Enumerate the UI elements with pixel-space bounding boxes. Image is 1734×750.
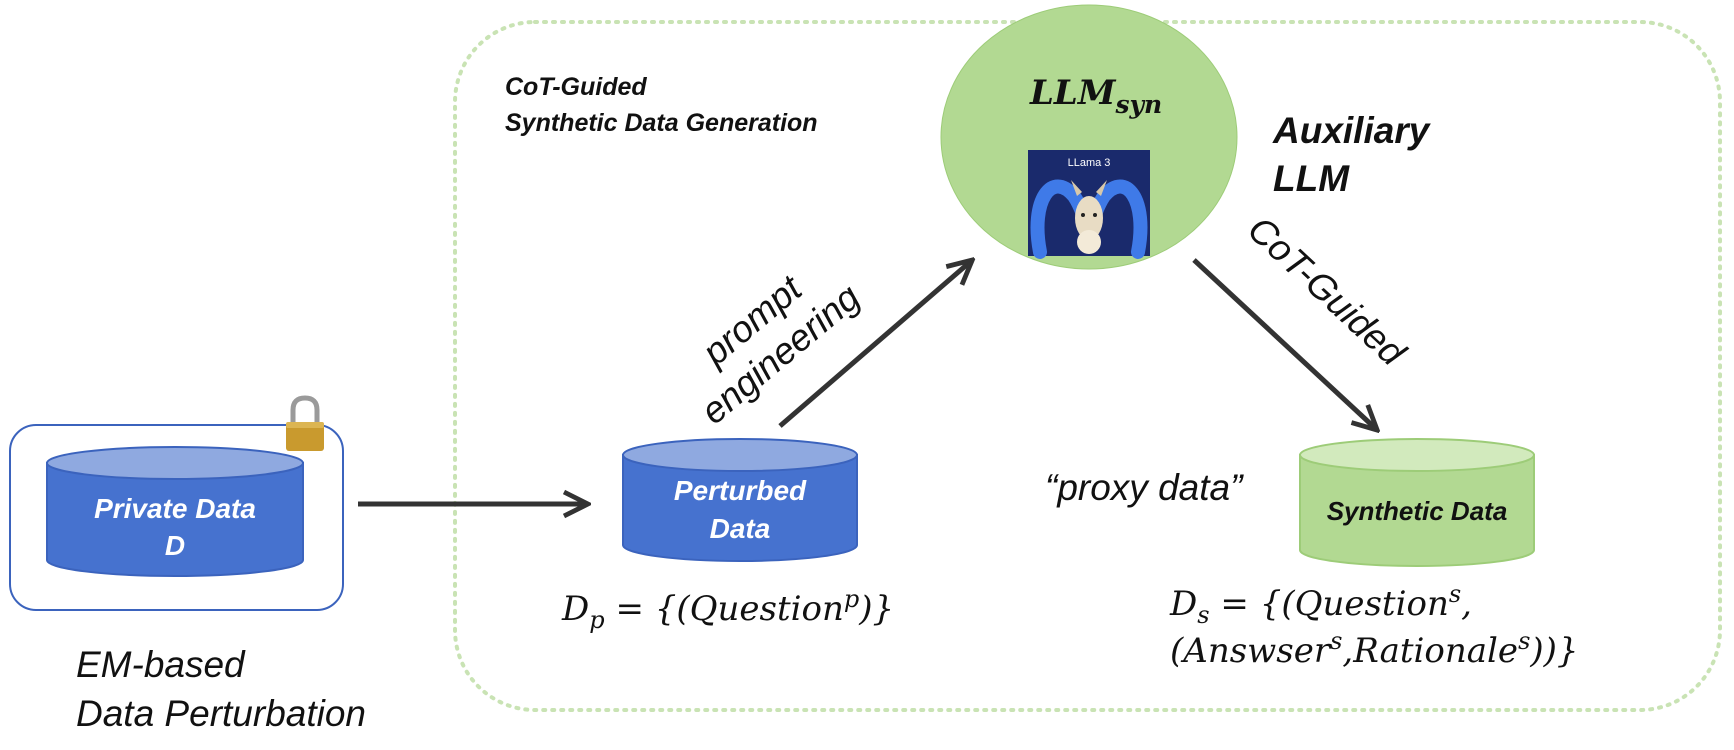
llama-logo-text: LLama 3 <box>1068 157 1111 169</box>
cot-guided-label: CoT-Guided <box>1240 208 1414 374</box>
llama-logo-icon <box>1028 150 1150 259</box>
private-data-label-line1: Private Data <box>94 493 256 524</box>
padlock-icon <box>286 395 324 451</box>
synthetic-formula-line1: Ds = {(Questions, <box>1169 580 1472 629</box>
perturbed-data-label-line2: Data <box>710 513 771 544</box>
synthetic-data-label: Synthetic Data <box>1327 496 1508 526</box>
perturbed-formula: Dp = {(Questionp)} <box>561 585 894 634</box>
generation-region-title-line2: Synthetic Data Generation <box>505 109 818 137</box>
perturbed-data-label-line1: Perturbed <box>674 475 807 506</box>
private-data-cylinder <box>46 446 304 577</box>
em-caption-line1: EM-based <box>76 644 246 685</box>
private-data-label-line2: D <box>165 530 185 561</box>
auxiliary-llm-line1: Auxiliary <box>1272 110 1432 151</box>
llm-syn-node <box>940 4 1238 270</box>
synthetic-data-cylinder <box>1299 438 1535 567</box>
arrow-cot-guided <box>1192 258 1375 428</box>
synthetic-formula-line2: (Answsers,Rationales))} <box>1170 627 1579 671</box>
auxiliary-llm-line2: LLM <box>1273 158 1350 199</box>
generation-region-title-line1: CoT-Guided <box>505 73 647 101</box>
arrow-prompt-engineering <box>778 262 970 428</box>
proxy-data-label: “proxy data” <box>1045 467 1244 508</box>
llm-syn-title: LLMsyn <box>1029 73 1162 119</box>
perturbed-data-cylinder <box>622 438 858 562</box>
em-caption-line2: Data Perturbation <box>76 693 366 734</box>
